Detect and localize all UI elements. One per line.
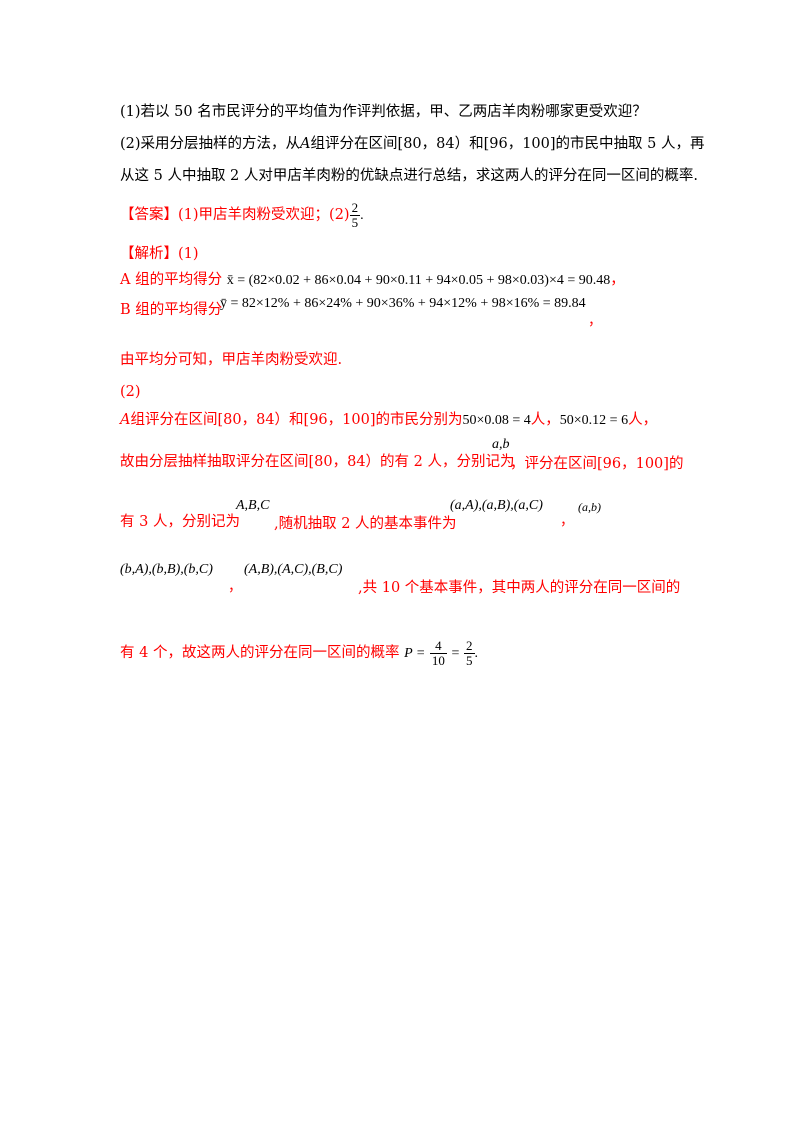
analysis-tag: 【解析】: [120, 246, 178, 262]
p2-l1-math-1: 50×0.08 = 4: [462, 413, 531, 428]
b-comma: ，: [588, 313, 602, 329]
analysis-line: 【解析】(1): [120, 244, 199, 264]
question-2-line-2: 从这 5 人中抽取 2 人对甲店羊肉粉的优缺点进行总结，求这两人的评分在同一区间…: [120, 168, 698, 184]
p2-l5-num-1: 4: [429, 638, 447, 654]
p2-l5-den-1: 10: [431, 652, 445, 668]
p2-l5-den-2: 5: [466, 652, 473, 668]
a-group-formula: x̄ = (82×0.02 + 86×0.04 + 90×0.11 + 94×0…: [226, 273, 611, 288]
p2-l5-p: P =: [404, 646, 426, 661]
answer-denominator: 5: [351, 214, 359, 230]
p2-var: A: [120, 412, 131, 428]
p2-l4-math-1: (b,A),(b,B),(b,C): [120, 562, 213, 577]
p2-l3-math-3: (a,b): [578, 500, 601, 514]
p2-line-3-text-b: ,随机抽取 2 人的基本事件为: [274, 516, 457, 532]
p2-line-2-text-a: 故由分层抽样抽取评分在区间[80，84）的有 2 人，分别记为: [120, 454, 515, 470]
p2-l1-math-2: 50×0.12 = 6: [559, 413, 629, 428]
p2-l3-math-2: (a,A),(a,B),(a,C): [450, 498, 543, 513]
conclusion: 由平均分可知，甲店羊肉粉受欢迎.: [120, 352, 343, 368]
answer-text: (1)甲店羊肉粉受欢迎；(2): [178, 207, 350, 223]
p2-line-4-text: ,共 10 个基本事件，其中两人的评分在同一区间的: [358, 580, 681, 596]
a-group-line: A 组的平均得分 x̄ = (82×0.02 + 86×0.04 + 90×0.…: [120, 270, 625, 291]
p2-l5-period: .: [474, 646, 479, 661]
p2-l3-comma: ，: [560, 513, 574, 529]
p2-l5-eq: =: [451, 646, 460, 661]
question-2-line-1: (2)采用分层抽样的方法，从A组评分在区间[80，84）和[96，100]的市民…: [120, 134, 704, 154]
p2-l5-text: 有 4 个，故这两人的评分在同一区间的概率: [120, 645, 400, 661]
analysis-part-1: (1): [178, 246, 199, 262]
a-group-label: A 组的平均得分: [120, 272, 223, 288]
b-group-label: B 组的平均得分: [120, 302, 223, 318]
p2-line-1: A组评分在区间[80，84）和[96，100]的市民分别为50×0.08 = 4…: [120, 410, 657, 431]
p2-l1-ren-1: 人，: [530, 412, 560, 428]
q2-text-a: (2)采用分层抽样的方法，从: [120, 136, 301, 152]
part-2-label: (2): [120, 384, 141, 400]
p2-l1-text: 组评分在区间[80，84）和[96，100]的市民分别为: [130, 412, 463, 428]
p2-l2-math: a,b: [492, 437, 510, 452]
p2-l4-comma: ，: [228, 579, 242, 595]
p2-l5-num-2: 2: [464, 637, 475, 654]
p2-line-3-text-a: 有 3 人，分别记为: [120, 514, 240, 530]
q2-text-b: 组评分在区间[80，84）和[96，100]的市民中抽取 5 人，再: [310, 136, 705, 152]
b-group-formula: ȳ = 82×12% + 86×24% + 90×36% + 94×12% + …: [220, 296, 586, 311]
question-1: (1)若以 50 名市民评分的平均值为作评判依据，甲、乙两店羊肉粉哪家更受欢迎？: [120, 104, 647, 120]
p2-l1-ren-2: 人，: [628, 412, 658, 428]
p2-l4-math-2: (A,B),(A,C),(B,C): [244, 562, 343, 577]
answer-tag: 【答案】: [120, 207, 178, 223]
q2-var: A: [300, 136, 311, 152]
a-comma: ，: [610, 272, 625, 288]
answer-numerator: 2: [349, 199, 361, 216]
p2-line-2-text-b: ，评分在区间[96，100]的: [510, 456, 684, 472]
p2-l3-math-1: A,B,C: [236, 498, 270, 513]
answer-period: .: [360, 208, 364, 223]
